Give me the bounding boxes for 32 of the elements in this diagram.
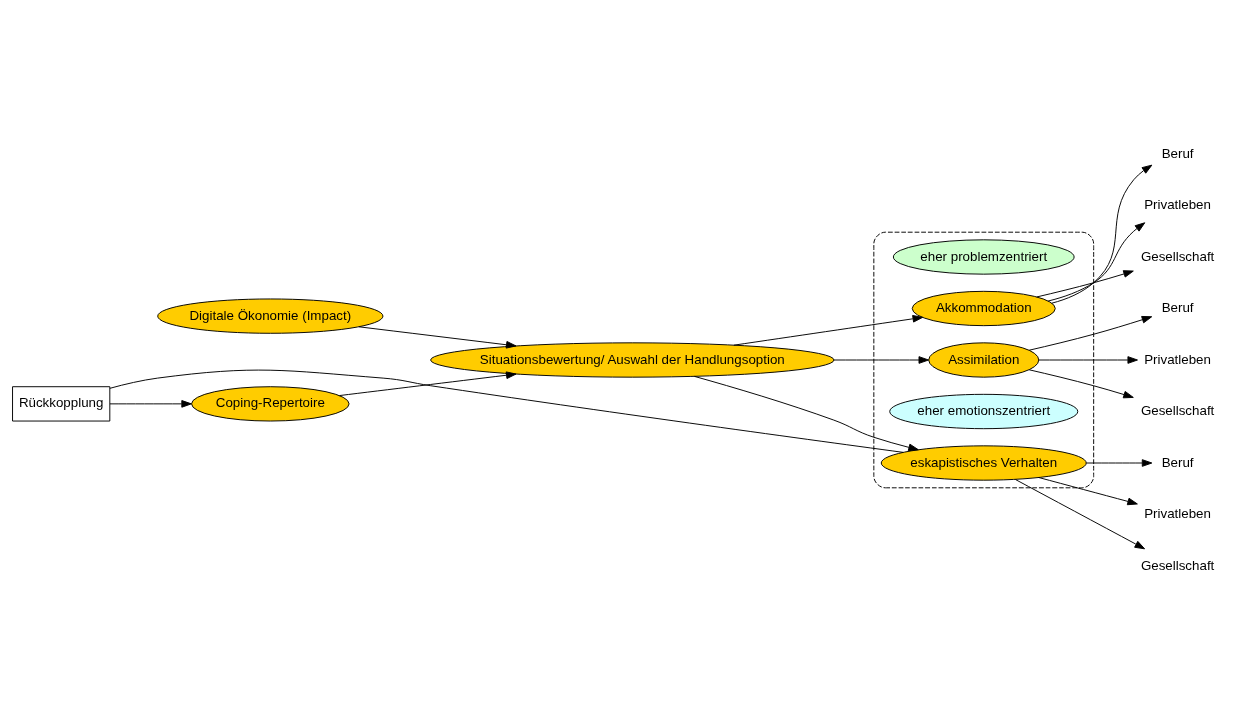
arrow <box>1028 368 1134 398</box>
arrow <box>1047 221 1146 302</box>
node-text: Privatleben <box>1144 505 1211 521</box>
node-ellipse: eher problemzentriert <box>892 238 1075 275</box>
node-text: Privatleben <box>1144 351 1211 367</box>
arrow <box>358 325 517 349</box>
node-text: Beruf <box>1161 299 1194 315</box>
node-text: Beruf <box>1161 145 1194 161</box>
cluster <box>873 231 1095 488</box>
arrow <box>1085 458 1153 467</box>
arrow <box>1028 315 1153 351</box>
node-text: Gesellschaft <box>1140 557 1215 573</box>
arrow <box>1038 476 1138 505</box>
arrow <box>693 375 919 451</box>
node-ellipse: Assimilation <box>928 341 1040 378</box>
node-text: Privatleben <box>1144 196 1211 212</box>
node-box: Rückkopplung <box>12 385 111 421</box>
node-ellipse: Coping-Repertoire <box>191 385 350 421</box>
arrow <box>338 370 517 396</box>
node-text: Gesellschaft <box>1140 402 1215 418</box>
arrow <box>109 399 192 408</box>
arrow <box>833 355 929 364</box>
arrow <box>1038 355 1138 364</box>
node-ellipse: Digitale Ökonomie (Impact) <box>157 298 384 334</box>
node-ellipse: eher emotionszentriert <box>889 393 1079 429</box>
arrow <box>1036 269 1134 297</box>
arrow <box>1015 478 1146 549</box>
node-text: Beruf <box>1161 454 1194 470</box>
arrow <box>1051 164 1153 304</box>
connector <box>109 369 904 453</box>
node-text: Gesellschaft <box>1140 248 1215 264</box>
arrow <box>733 314 923 346</box>
